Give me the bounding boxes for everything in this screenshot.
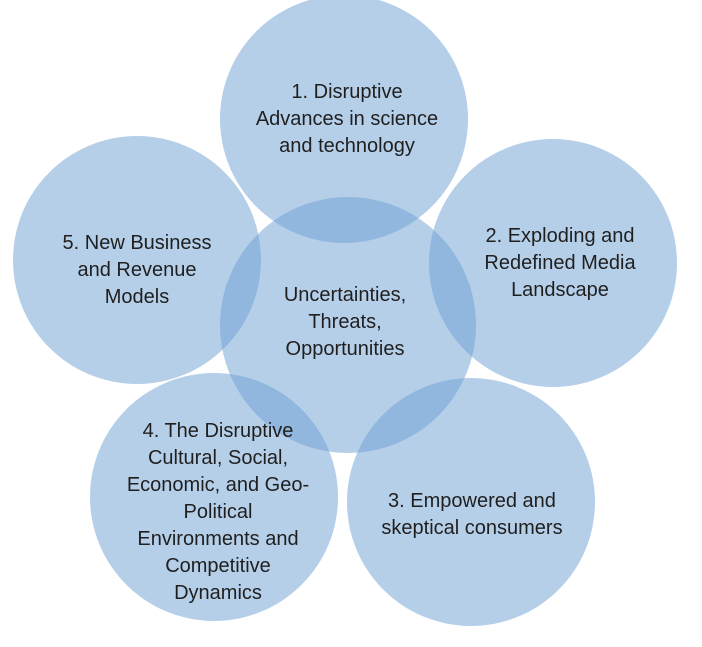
petal-label-5-line: and Revenue — [78, 259, 197, 281]
petal-label-3-line: 3. Empowered and — [388, 490, 556, 512]
petal-label-4-line: Environments and — [137, 528, 298, 550]
petal-label-4-line: Economic, and Geo- — [127, 474, 309, 496]
petal-label-5-line: 5. New Business — [63, 232, 212, 254]
center-circle — [220, 197, 476, 453]
petal-circle-2 — [429, 139, 677, 387]
center-label-line: Uncertainties, — [284, 284, 406, 306]
petal-label-4-line: Political — [184, 501, 253, 523]
petal-circle-5 — [13, 136, 261, 384]
petal-label-2-line: 2. Exploding and — [485, 225, 634, 247]
petal-label-2-line: Landscape — [511, 279, 609, 301]
center-label: Uncertainties, Threats, Opportunities — [284, 284, 406, 360]
petal-label-1-line: 1. Disruptive — [291, 81, 402, 103]
petal-circle-1 — [220, 0, 468, 243]
petal-label-2-line: Redefined Media — [484, 252, 636, 274]
center-label-line: Threats, — [308, 311, 381, 333]
circle-layer — [13, 0, 677, 626]
petal-label-4-line: Competitive — [165, 555, 271, 577]
petal-circle-4 — [90, 373, 338, 621]
petal-label-4-line: Dynamics — [174, 582, 262, 604]
petal-label-3-line: skeptical consumers — [381, 517, 562, 539]
petal-label-5-line: Models — [105, 286, 169, 308]
center-label-line: Opportunities — [286, 338, 405, 360]
petal-label-3: 3. Empowered and skeptical consumers — [381, 490, 562, 539]
petal-label-1-line: and technology — [279, 135, 415, 157]
petal-label-4-line: 4. The Disruptive — [143, 420, 294, 442]
petal-label-1-line: Advances in science — [256, 108, 438, 130]
petal-label-4-line: Cultural, Social, — [148, 447, 288, 469]
petal-circle-3 — [347, 378, 595, 626]
